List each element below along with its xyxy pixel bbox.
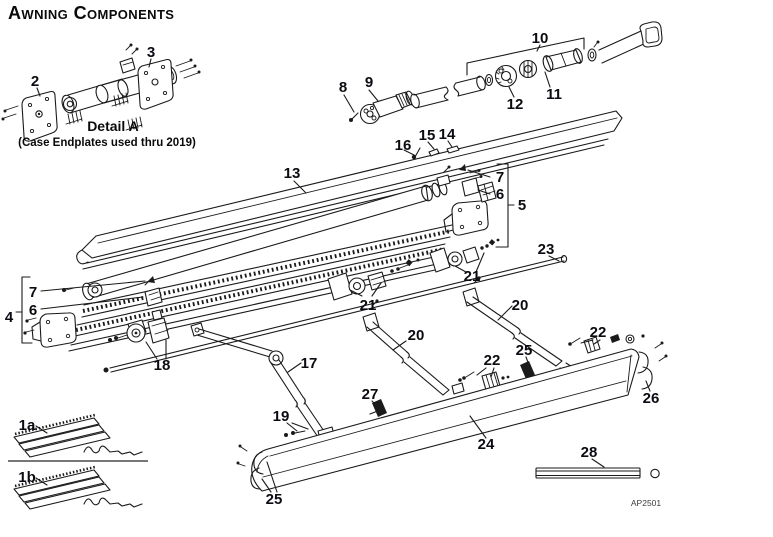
support-rod xyxy=(103,256,567,373)
callout-20-center: 20 xyxy=(408,327,425,344)
case-assembly-drawing xyxy=(16,111,668,492)
callout-24: 24 xyxy=(478,436,495,453)
detail-a-caption: (Case Endplates used thru 2019) xyxy=(18,137,196,149)
motor-mount-right xyxy=(430,238,500,272)
callout-8: 8 xyxy=(339,79,347,96)
arm-bracket-22-right xyxy=(568,334,645,353)
callout-21-center: 21 xyxy=(360,297,377,314)
callout-3: 3 xyxy=(147,44,155,61)
callout-22-right: 22 xyxy=(590,324,607,341)
callout-labels: 1a 1b 2 3 4 5 6 6 7 7 8 9 10 11 12 13 14… xyxy=(5,30,660,508)
callout-6-left: 6 xyxy=(29,302,37,319)
callout-7-right: 7 xyxy=(496,169,504,186)
callout-13: 13 xyxy=(284,165,301,182)
callout-5: 5 xyxy=(518,197,526,214)
mounting-bracket-18 xyxy=(108,310,169,359)
detail-a-inset-drawing xyxy=(1,43,201,142)
rail-profiles-inset xyxy=(8,415,148,511)
callout-26: 26 xyxy=(643,390,660,407)
callout-14: 14 xyxy=(439,126,456,143)
callout-22-left: 22 xyxy=(484,352,501,369)
motor-mount-center xyxy=(328,258,420,301)
callout-9: 9 xyxy=(365,74,373,91)
callout-6-right: 6 xyxy=(496,186,504,203)
callout-18: 18 xyxy=(154,357,171,374)
callout-20-right: 20 xyxy=(512,297,529,314)
callout-25-mid: 25 xyxy=(516,342,533,359)
roller-tube-exploded-drawing xyxy=(344,22,662,124)
callout-25-left: 25 xyxy=(266,491,283,508)
callout-7-left: 7 xyxy=(29,284,37,301)
callout-11: 11 xyxy=(546,86,562,103)
callout-10: 10 xyxy=(532,30,549,47)
callout-15: 15 xyxy=(419,127,436,144)
left-endplate xyxy=(23,313,76,347)
callout-2: 2 xyxy=(31,73,39,90)
drawing-code: AP2501 xyxy=(631,498,662,508)
callout-1a: 1a xyxy=(19,417,36,434)
flat-bar-28 xyxy=(536,459,659,478)
callout-4: 4 xyxy=(5,309,14,326)
callout-17: 17 xyxy=(301,355,318,372)
callout-12: 12 xyxy=(507,96,524,113)
detail-a-title: Detail A xyxy=(87,118,139,134)
rail-end-caps-26 xyxy=(638,341,668,392)
callout-27: 27 xyxy=(362,386,379,403)
callout-23: 23 xyxy=(538,241,555,258)
callout-19: 19 xyxy=(273,408,290,425)
callout-1b: 1b xyxy=(18,469,36,486)
page-title: Awning Components xyxy=(8,3,175,23)
callout-28: 28 xyxy=(581,444,598,461)
roller-tube xyxy=(62,165,451,302)
rafter-arm-center xyxy=(363,299,449,395)
callout-21-right: 21 xyxy=(464,268,481,285)
case-cover xyxy=(82,111,622,258)
right-endplate xyxy=(444,201,488,235)
rail-end-caps-25 xyxy=(236,444,278,493)
callout-16: 16 xyxy=(395,137,412,154)
